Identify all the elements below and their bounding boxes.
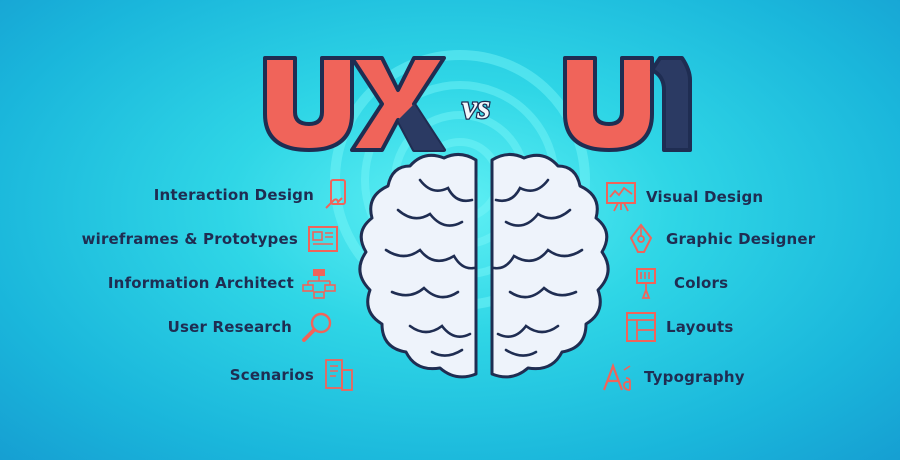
easel-chart-icon	[604, 180, 638, 214]
ui-item-typography: Typography	[602, 360, 745, 394]
magnifier-icon	[300, 310, 334, 344]
ui-item-colors: Colors	[632, 266, 728, 300]
ux-item-scenarios: Scenarios	[200, 358, 356, 392]
ux-item-label: wireframes & Prototypes	[81, 230, 298, 248]
touch-phone-icon	[322, 178, 356, 212]
wireframe-icon	[306, 222, 340, 256]
ui-item-graphic-designer: Graphic Designer	[624, 222, 815, 256]
typography-icon	[602, 360, 636, 394]
pen-tool-icon	[624, 222, 658, 256]
ux-item-information-architect: Information Architect	[96, 266, 336, 300]
ui-item-label: Colors	[674, 274, 729, 292]
ux-item-user-research: User Research	[150, 310, 334, 344]
ux-item-label: Scenarios	[229, 366, 314, 384]
ui-item-layouts: Layouts	[624, 310, 733, 344]
ui-item-label: Typography	[644, 368, 745, 386]
ux-item-wireframes: wireframes & Prototypes	[76, 222, 340, 256]
ux-item-label: User Research	[167, 318, 292, 336]
ui-item-visual-design: Visual Design	[604, 180, 763, 214]
paint-brush-icon	[632, 266, 666, 300]
ux-item-label: Interaction Design	[153, 186, 314, 204]
sitemap-icon	[302, 266, 336, 300]
ui-item-label: Visual Design	[646, 188, 764, 206]
ux-item-interaction-design: Interaction Design	[150, 178, 356, 212]
ui-item-label: Layouts	[666, 318, 734, 336]
layout-grid-icon	[624, 310, 658, 344]
scenario-document-icon	[322, 358, 356, 392]
ux-item-label: Information Architect	[107, 274, 294, 292]
ui-item-label: Graphic Designer	[666, 230, 816, 248]
